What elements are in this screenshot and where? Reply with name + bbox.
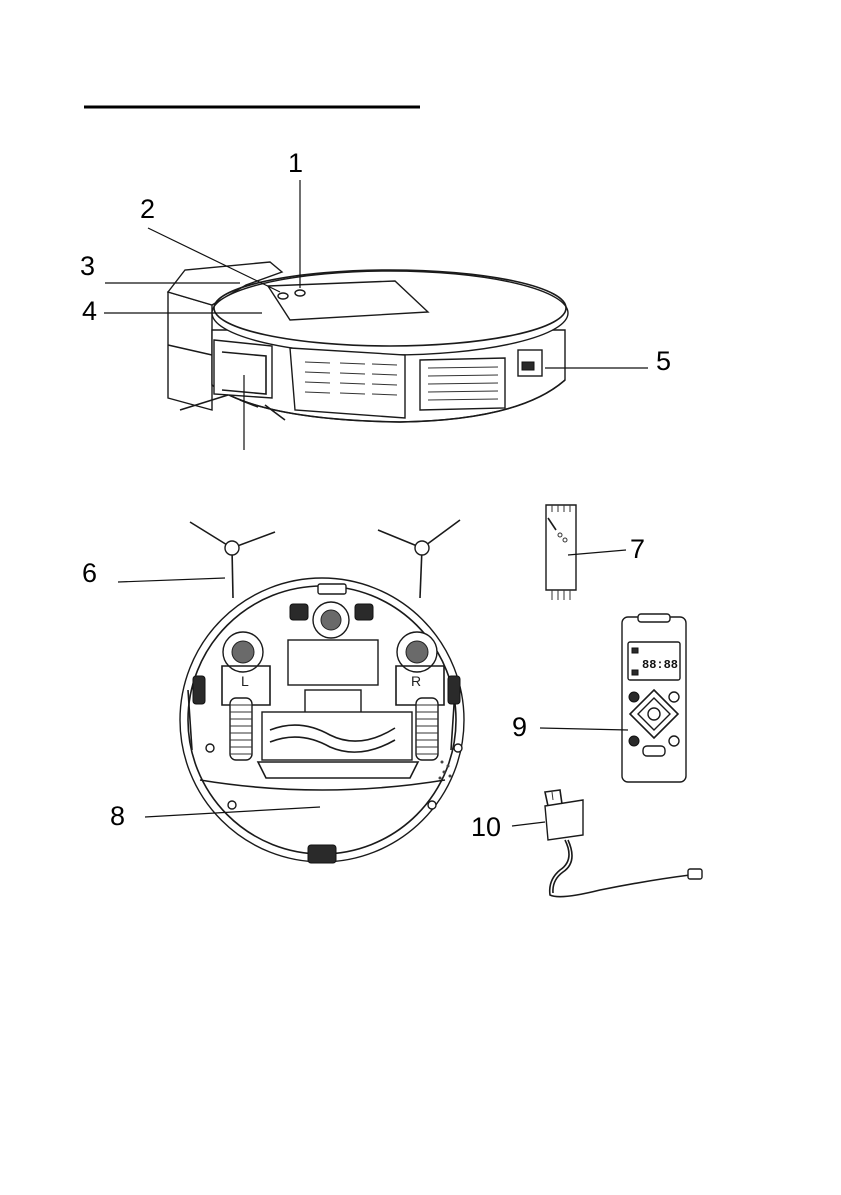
button-2 [278, 293, 288, 299]
callout-10: 10 [471, 812, 545, 842]
right-wheel-letter: R [411, 673, 421, 689]
robot-bottom-view: L R [180, 578, 464, 863]
cleaning-tool [546, 505, 576, 600]
callout-7: 7 [568, 534, 645, 564]
left-wheel-letter: L [241, 673, 249, 689]
callout-4-number: 4 [82, 296, 97, 326]
callout-7-number: 7 [630, 534, 645, 564]
callout-5-number: 5 [656, 346, 671, 376]
side-brush-left [190, 522, 275, 598]
callout-1-number: 1 [288, 148, 303, 178]
callout-10-number: 10 [471, 812, 501, 842]
callout-9-number: 9 [512, 712, 527, 742]
callout-8-number: 8 [110, 801, 125, 831]
callout-6-number: 6 [82, 558, 97, 588]
callout-6: 6 [82, 558, 225, 588]
remote-control: 88:88 [622, 614, 686, 782]
button-1 [295, 290, 305, 296]
callout-1: 1 [288, 148, 303, 288]
side-brush-right [378, 520, 460, 598]
remote-display-digits: 88:88 [642, 658, 678, 672]
power-adapter [545, 790, 702, 897]
callout-3-number: 3 [80, 251, 95, 281]
callout-9: 9 [512, 712, 628, 742]
robot-side-view [168, 262, 568, 422]
callout-2-number: 2 [140, 194, 155, 224]
